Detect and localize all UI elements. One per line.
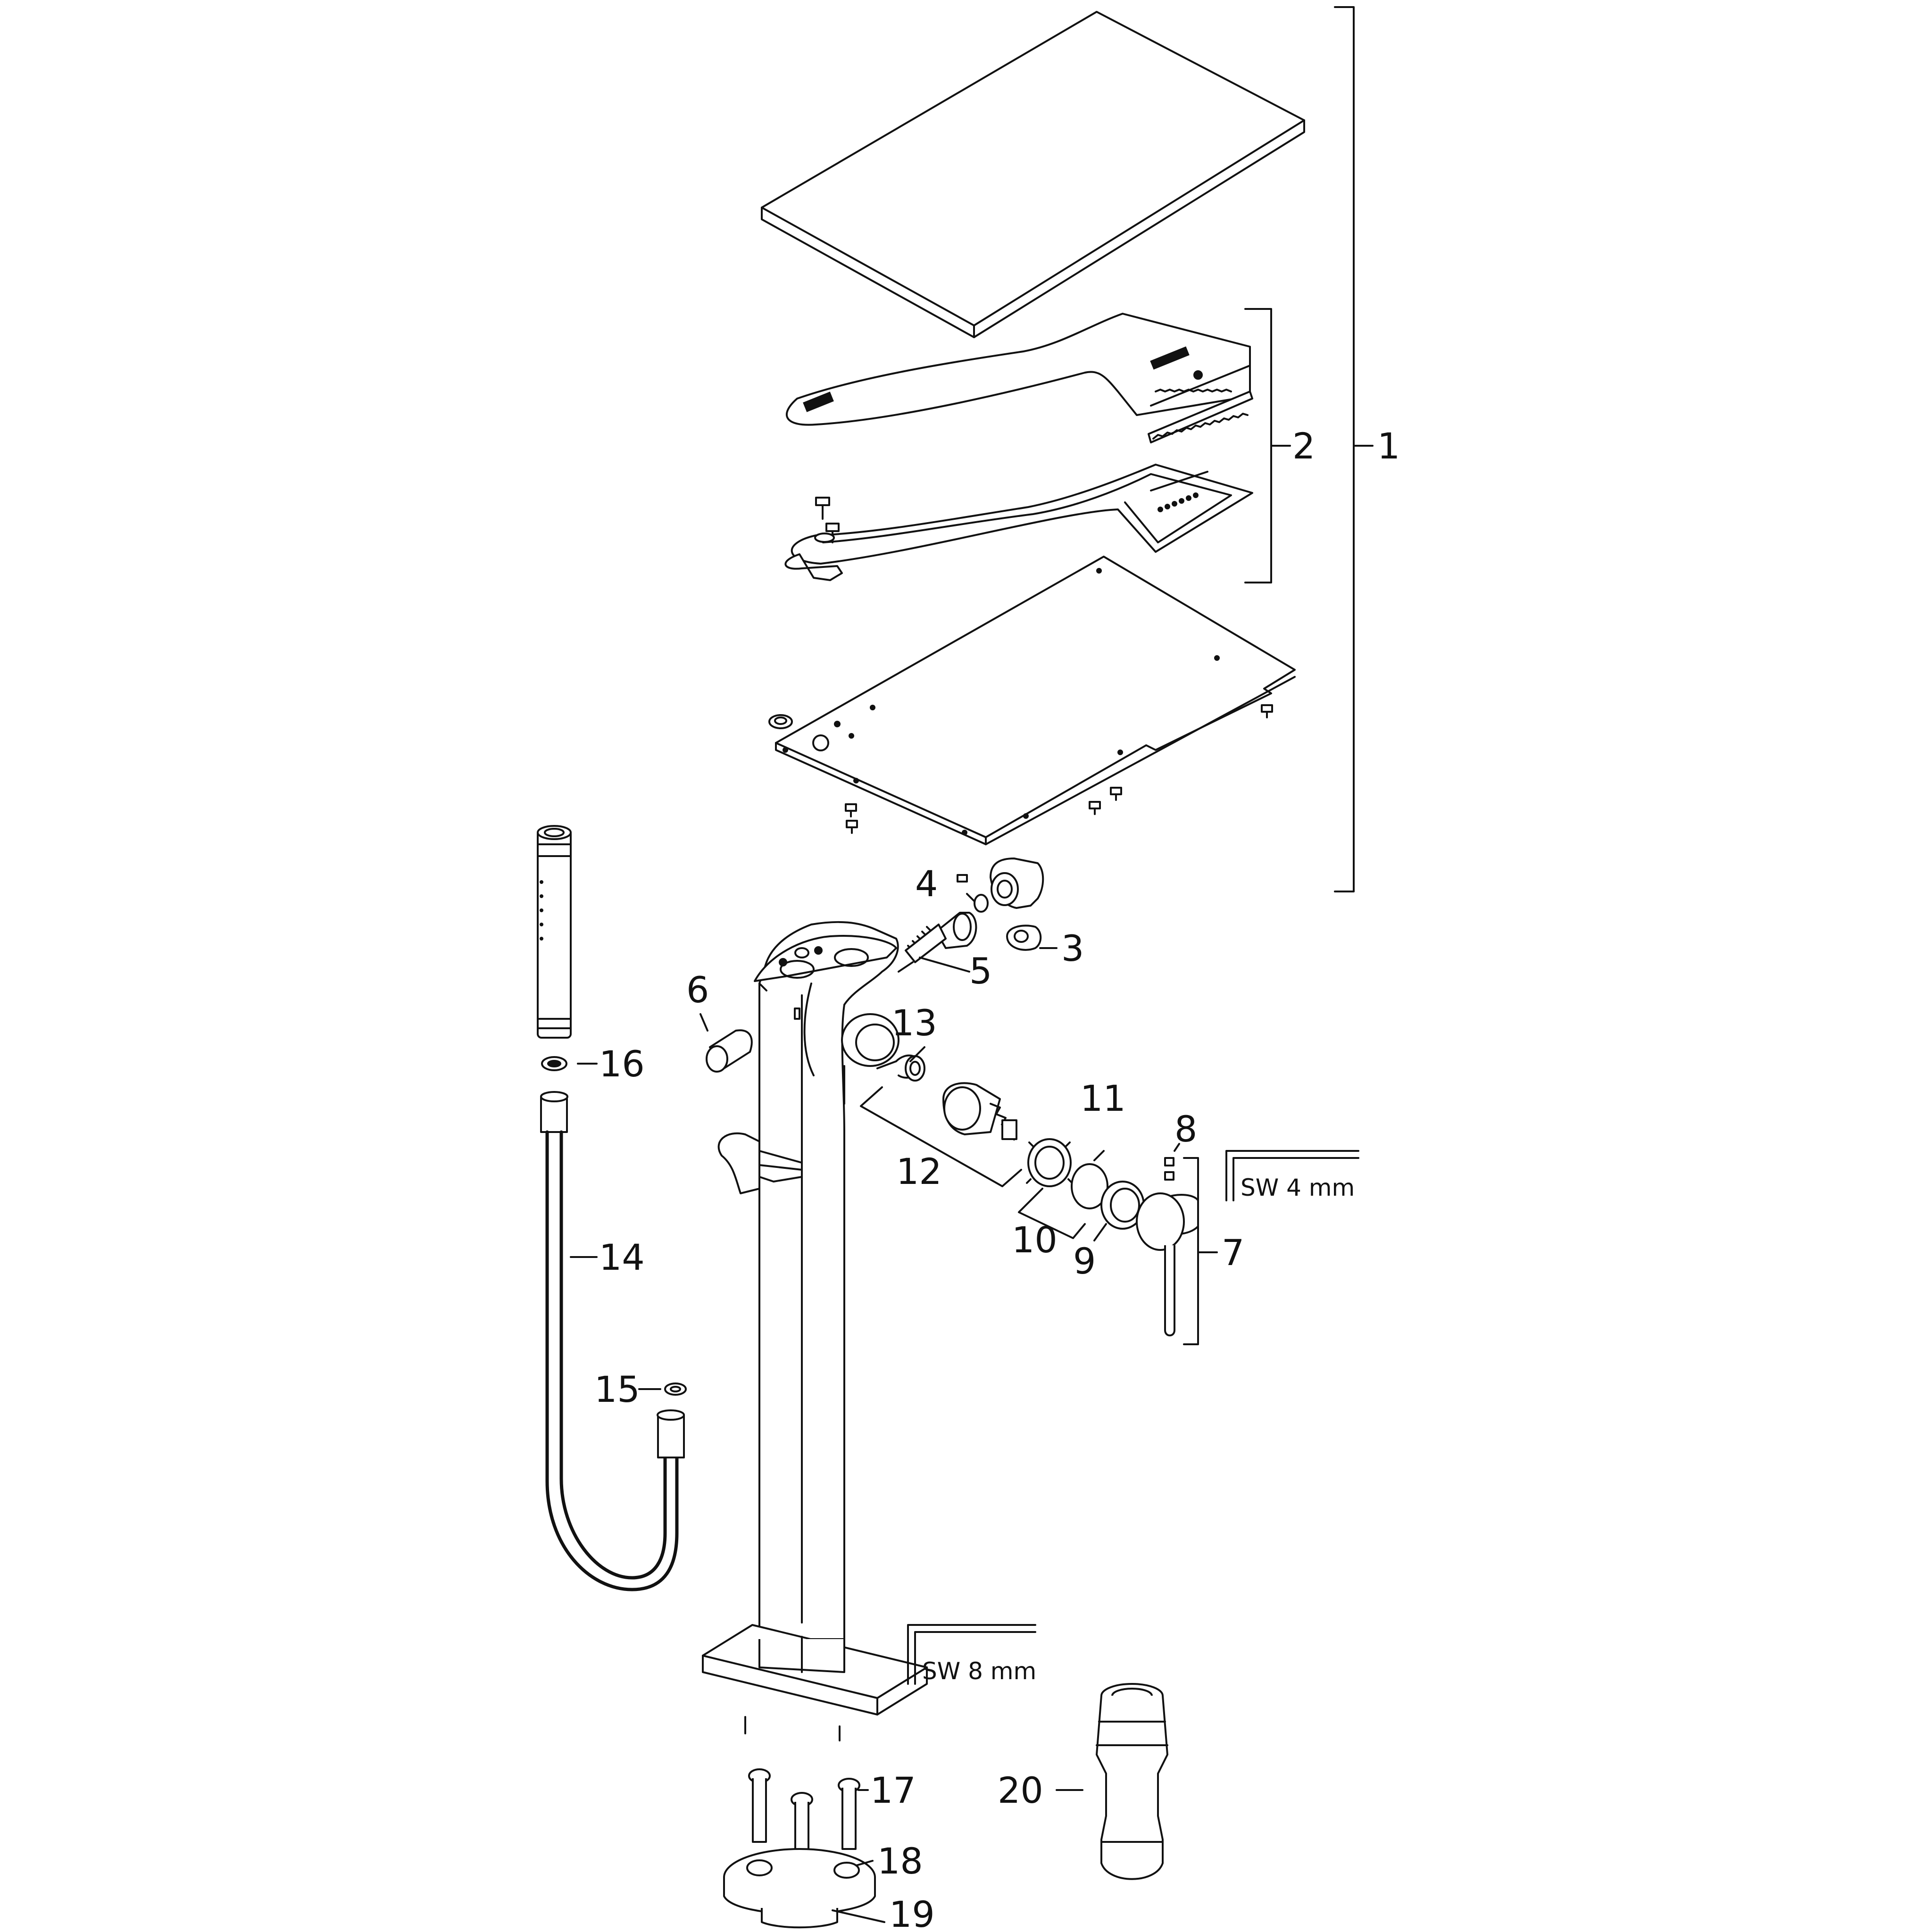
upper-lever-plate (785, 313, 1251, 426)
hose-washer (664, 1382, 687, 1396)
callout-2: 2 (1292, 425, 1315, 467)
callout-leaders (570, 6, 1374, 1923)
base-seal (761, 1908, 838, 1929)
callout-20: 20 (998, 1769, 1043, 1811)
allen-key-4mm-label: SW 4 mm (1241, 1174, 1355, 1201)
callout-14: 14 (599, 1236, 645, 1278)
callout-3: 3 (1061, 927, 1084, 969)
grub-screw (1164, 1157, 1174, 1181)
top-cover-plate (761, 11, 1305, 338)
callout-19: 19 (889, 1893, 935, 1932)
locking-nut (1026, 1138, 1073, 1187)
callout-5: 5 (969, 950, 992, 992)
fixing-bolts (748, 1768, 860, 1869)
allen-key-8mm-icon (907, 1624, 1036, 1685)
guide-rail (1148, 391, 1253, 443)
callout-18: 18 (877, 1840, 923, 1882)
elbow-connector (990, 858, 1044, 951)
callout-labels: 1 2 3 4 5 6 7 8 9 10 11 12 13 14 15 16 1… (594, 425, 1400, 1932)
o-ring (957, 874, 989, 913)
callout-16: 16 (599, 1043, 645, 1085)
allen-key-8mm-label: SW 8 mm (922, 1657, 1036, 1685)
callout-12: 12 (896, 1150, 942, 1192)
diverter-cartridge (898, 912, 977, 973)
seal-disc (1071, 1163, 1108, 1209)
callout-13: 13 (891, 1002, 937, 1044)
callout-8: 8 (1174, 1108, 1197, 1150)
hand-shower-holder (717, 1132, 803, 1194)
spout-body (754, 921, 899, 1640)
small-fixing-screws (845, 704, 1273, 834)
lower-lever-plate (784, 464, 1253, 581)
callout-7: 7 (1222, 1232, 1244, 1274)
callout-15: 15 (594, 1368, 640, 1410)
thermostatic-cartridge (942, 1082, 1017, 1141)
callout-9: 9 (1073, 1240, 1096, 1282)
hand-shower (537, 825, 572, 1071)
extension-sleeve (1096, 1683, 1168, 1880)
allen-key-4mm-icon (1225, 1150, 1359, 1201)
base-connector (723, 1848, 876, 1915)
callout-4: 4 (915, 863, 938, 905)
plug-cap (706, 1029, 753, 1073)
callout-10: 10 (1012, 1219, 1058, 1261)
lever-fixing-screws (814, 497, 840, 543)
callout-17: 17 (870, 1769, 916, 1811)
callout-6: 6 (686, 969, 709, 1011)
callout-11: 11 (1080, 1077, 1126, 1119)
callout-1: 1 (1377, 425, 1400, 467)
shower-hose (540, 1091, 685, 1591)
base-flange (702, 1624, 928, 1741)
handle-lever (1136, 1192, 1199, 1337)
mounting-plate (768, 556, 1296, 845)
